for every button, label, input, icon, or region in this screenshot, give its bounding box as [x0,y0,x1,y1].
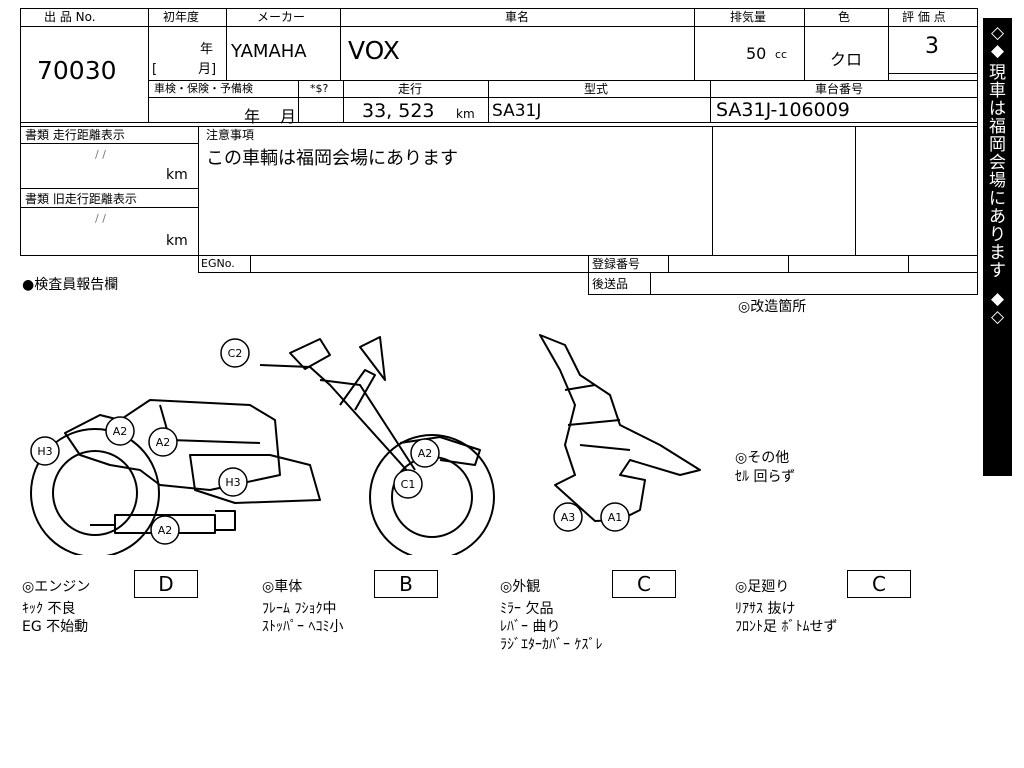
bracket-open: [ [152,62,158,77]
damage-marker-code: A1 [608,511,623,524]
displacement-unit: cc [775,48,788,61]
damage-marker-circle [150,515,180,545]
first-reg-label: 初年度 [163,10,200,24]
notes-label: 注意事項 [206,128,255,142]
banner-char: 福 [989,117,1006,137]
model-code-label: 型式 [584,82,609,96]
maker-label: メーカー [257,10,306,24]
banner-char: り [989,225,1006,245]
banner-char: あ [989,207,1006,227]
damage-marker-circle [553,502,583,532]
notes-text: この車輌は福岡会場にあります [206,148,458,169]
banner-char: ◇ [990,23,1005,43]
grade-section-note: ｷｯｸ 不良 [22,601,76,617]
frame-no-value: SA31J-106009 [716,99,850,121]
grade-section-value: C [847,570,911,598]
mileage-label: 走行 [398,82,423,96]
grade-section-value: C [612,570,676,598]
grade-section-note: ﾌﾛﾝﾄ足 ﾎﾞﾄﾑせず [735,619,838,635]
mileage-value: 33, 523 [362,100,435,122]
damage-marker-circle [148,427,178,457]
grade-section-note: ｽﾄｯﾊﾟｰ ﾍｺﾐ小 [262,619,344,635]
old-mileage-doc-label: 書類 旧走行距離表示 [25,192,137,206]
banner-char: 現 [989,63,1006,83]
banner-char: ま [989,243,1006,263]
grade-section-note: ﾗｼﾞｴﾀｰｶﾊﾞｰ ｹｽﾞﾚ [500,637,603,653]
location-banner: ◇◆現車は福岡会場にあります◆◇ [983,18,1012,476]
grade-section-value: B [374,570,438,598]
damage-marker-code: C1 [401,478,416,491]
banner-char: す [989,261,1006,281]
damage-marker-code: A2 [113,425,128,438]
first-reg-month-unit: 月] [198,62,217,77]
mileage-doc-date: / / [95,148,106,161]
grade-section-note: ﾚﾊﾞｰ 曲り [500,619,561,635]
other-label: ◎その他 [735,450,790,466]
banner-char: 岡 [989,135,1006,155]
damage-marker-code: C2 [228,347,243,360]
model-name-label: 車名 [505,10,530,24]
old-mileage-doc-km: km [166,233,188,249]
grade-section-value: D [134,570,198,598]
mileage-doc-km: km [166,167,188,183]
banner-char: 会 [989,153,1006,173]
banner-char: ◇ [990,307,1005,327]
first-reg-year-unit: 年 [200,42,214,57]
damage-marker-code: H3 [37,445,52,458]
damage-marker-code: H3 [225,476,240,489]
grade-label: 評 価 点 [902,10,946,24]
banner-char: は [989,99,1006,119]
damage-marker-code: A2 [158,524,173,537]
damage-marker-circle [600,502,630,532]
banner-char: に [989,189,1006,209]
damage-marker-circle [105,416,135,446]
grade-section-label: ◎足廻り [735,579,790,595]
banner-char: ◆ [990,41,1005,61]
lot-no-label: 出 品 No. [44,10,96,24]
grade-section-label: ◎エンジン [22,579,91,595]
grade-section-label: ◎外観 [500,579,541,595]
other-text: ｾﾙ 回らず [735,469,796,485]
maker-value: YAMAHA [231,41,307,62]
damage-marker-circle [220,338,250,368]
ship-to-label: 後送品 [592,277,629,291]
grade-section-note: ﾘｱｻｽ 抜け [735,601,796,617]
grade-section-note: ﾌﾚｰﾑ ﾌｼｮｸ中 [262,601,337,617]
banner-char: 車 [989,81,1006,101]
damage-marker-code: A2 [418,447,433,460]
damage-marker-circle [30,436,60,466]
old-mileage-doc-date: / / [95,212,106,225]
displacement-label: 排気量 [730,10,767,24]
inspection-year: 年 [244,107,261,126]
grade-section-note: ﾐﾗｰ 欠品 [500,601,554,617]
banner-char: 場 [989,171,1006,191]
grade-section-label: ◎車体 [262,579,303,595]
damage-marker-circle [218,467,248,497]
banner-char: ◆ [990,289,1005,309]
damage-marker-circle [393,469,423,499]
inspector-report-label: ●検査員報告欄 [22,277,119,293]
model-code-value: SA31J [492,101,542,121]
mileage-unit: km [456,107,475,121]
displacement-value: 50 [746,44,767,63]
frame-no-label: 車台番号 [815,82,864,96]
damage-marker-circle [410,438,440,468]
modification-label: ◎改造箇所 [738,299,807,315]
color-value: クロ [830,50,863,69]
grade-section-note: EG 不始動 [22,619,89,635]
eg-no-label: EGNo. [201,257,235,270]
dollar-label: *$? [310,82,329,95]
damage-marker-code: A2 [156,436,171,449]
lot-no: 70030 [37,56,117,85]
color-label: 色 [838,10,851,24]
model-name-value: VOX [348,36,400,65]
inspection-label: 車検・保険・予備検 [154,82,253,95]
reg-no-label: 登録番号 [592,257,641,271]
damage-marker-code: A3 [561,511,576,524]
inspection-month: 月 [280,107,297,126]
grade-value: 3 [925,34,939,59]
mileage-doc-label: 書類 走行距離表示 [25,128,125,142]
